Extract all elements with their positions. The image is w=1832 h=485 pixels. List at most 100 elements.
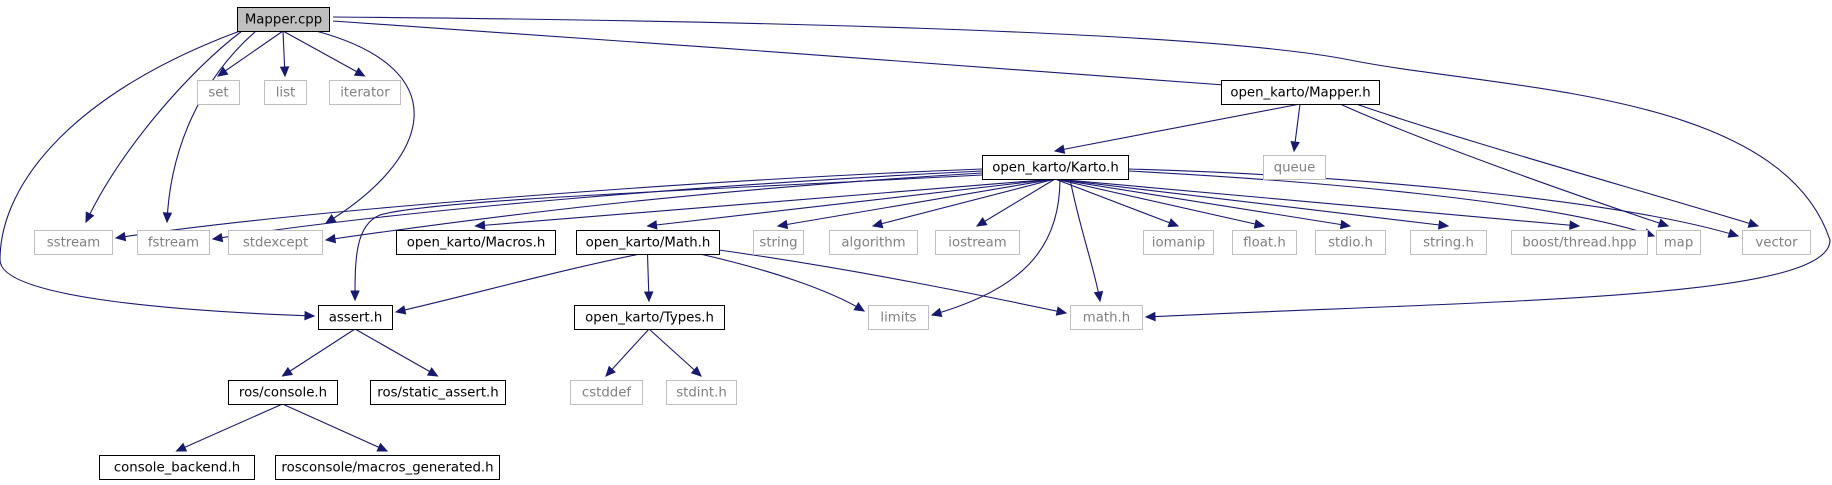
node-box: [370, 380, 506, 405]
node-box: [753, 230, 804, 255]
node-box: [99, 455, 255, 480]
edge-ok_karto_h-to-assert_h: [354, 174, 983, 301]
node-label: list: [276, 86, 296, 101]
node-fstream: fstream: [137, 230, 210, 255]
node-iostream: iostream: [935, 230, 1020, 255]
edge-ok_karto_h-to-string-arrowhead: [776, 219, 789, 230]
edge-ok_karto_h-to-limits-arrowhead: [930, 307, 943, 317]
edge-ok_karto_h-to-assert_h-arrowhead: [350, 290, 360, 302]
edge-ok_karto_h-to-float_h: [1054, 178, 1265, 227]
edge-ok_karto_h-to-fstream: [212, 170, 983, 240]
node-ok-types-h[interactable]: open_karto/Types.h: [574, 305, 725, 330]
node-box: [34, 230, 113, 255]
edge-ok_karto_h-to-string: [777, 178, 1056, 227]
edge-ok_mapper_h-to-vector: [1355, 103, 1759, 227]
node-label: queue: [1274, 161, 1316, 176]
edge-ok_karto_h-to-sstream-arrowhead: [114, 231, 127, 242]
edge-ok_karto_h-to-ok_macros_h: [475, 178, 1056, 227]
node-label: iterator: [340, 86, 390, 101]
node-stdexcept: stdexcept: [228, 230, 323, 255]
edge-ok_karto_h-to-string_h-arrowhead: [1438, 220, 1450, 230]
node-label: boost/thread.hpp: [1522, 236, 1636, 251]
node-label: math.h: [1083, 311, 1130, 326]
node-boost-thread: boost/thread.hpp: [1511, 230, 1648, 255]
node-label: float.h: [1243, 236, 1286, 251]
node-mapper-cpp[interactable]: Mapper.cpp: [237, 7, 330, 32]
node-label: vector: [1755, 236, 1798, 251]
edge-assert_h-to-ros_static_assert_h: [354, 328, 438, 377]
node-set: set: [197, 80, 240, 105]
edge-ok_karto_h-to-float_h-arrowhead: [1253, 219, 1266, 229]
edge-ok_karto_h-to-iomanip: [1054, 178, 1179, 227]
node-box: [318, 305, 393, 330]
node-label: stdio.h: [1328, 236, 1373, 251]
edge-mapper_cpp-to-sstream: [85, 30, 243, 223]
edge-ok_karto_h-to-limits: [931, 178, 1061, 316]
edge-mapper_cpp-to-set: [217, 30, 284, 77]
edge-mapper_cpp-to-ok_mapper_h: [332, 20, 1239, 87]
edge-ok_math_h-to-assert_h: [395, 253, 641, 313]
edge-mapper_cpp-to-assert_h-arrowhead: [304, 310, 316, 321]
edge-ok_math_h-to-ok_types_h-arrowhead: [643, 291, 654, 303]
edge-ok_karto_h-to-ok_math_h-arrowhead: [646, 220, 658, 230]
node-box: [264, 80, 307, 105]
node-box: [935, 230, 1020, 255]
edge-ok_karto_h-to-iostream: [976, 178, 1056, 227]
node-assert-h[interactable]: assert.h: [318, 305, 393, 330]
edge-mapper_cpp-to-sstream-arrowhead: [85, 211, 95, 224]
node-label: open_karto/Math.h: [586, 236, 711, 251]
edge-mapper_cpp-to-set-arrowhead: [216, 66, 229, 77]
edge-ros_console_h-to-rosconsole_macros: [282, 403, 388, 452]
edge-assert_h-to-ros_console_h: [282, 328, 356, 377]
edge-assert_h-to-ros_static_assert_h-arrowhead: [426, 367, 439, 377]
edge-mapper_cpp-to-stdexcept: [315, 30, 415, 224]
edge-ok_karto_h-to-algorithm-arrowhead: [871, 219, 884, 229]
edge-ok_karto_h-to-string_h: [1054, 178, 1449, 227]
node-box: [829, 230, 918, 255]
node-box: [228, 380, 338, 405]
node-box: [574, 305, 725, 330]
node-rosconsole-macros[interactable]: rosconsole/macros_generated.h: [275, 455, 500, 480]
edge-ok_karto_h-to-iostream-arrowhead: [975, 217, 988, 227]
edge-ok_karto_h-to-stdio_h-arrowhead: [1339, 219, 1352, 230]
edge-ok_karto_h-to-sstream: [115, 168, 983, 239]
edge-mapper_cpp-to-list-arrowhead: [279, 66, 290, 78]
node-ok-macros-h[interactable]: open_karto/Macros.h: [396, 230, 556, 255]
edge-ok_karto_h-to-stdio_h: [1054, 178, 1351, 227]
edge-assert_h-to-ros_console_h-arrowhead: [281, 366, 294, 377]
edge-ok_math_h-to-math_h: [718, 249, 1067, 314]
edge-ok_karto_h-to-vector-arrowhead: [1727, 228, 1740, 238]
node-ok-karto-h[interactable]: open_karto/Karto.h: [982, 155, 1129, 180]
node-box: [137, 230, 210, 255]
node-label: string.h: [1423, 236, 1474, 251]
node-box: [1232, 230, 1297, 255]
node-ok-math-h[interactable]: open_karto/Math.h: [576, 230, 720, 255]
node-string: string: [753, 230, 804, 255]
node-box: [576, 230, 720, 255]
nodes-layer: Mapper.cpp set list iterator open_karto/Mapp…: [34, 7, 1811, 480]
node-label: rosconsole/macros_generated.h: [281, 461, 493, 476]
edge-ok_types_h-to-stdint_h-arrowhead: [690, 366, 702, 377]
node-ok-mapper-h[interactable]: open_karto/Mapper.h: [1221, 80, 1380, 105]
node-label: ros/console.h: [239, 386, 327, 401]
edge-ok_math_h-to-assert_h-arrowhead: [394, 305, 407, 315]
node-box: [982, 155, 1129, 180]
node-ros-console-h[interactable]: ros/console.h: [228, 380, 338, 405]
node-box: [1263, 155, 1326, 180]
node-label: stdint.h: [676, 386, 727, 401]
edge-mapper_cpp-to-math_h: [332, 16, 1831, 318]
node-ros-static-assert-h[interactable]: ros/static_assert.h: [370, 380, 506, 405]
node-box: [329, 80, 401, 105]
node-stdio-h: stdio.h: [1315, 230, 1386, 255]
edge-mapper_cpp-to-fstream: [166, 30, 257, 223]
edge-ok_karto_h-to-stdexcept-arrowhead: [324, 233, 337, 244]
node-box: [396, 230, 556, 255]
node-console-backend-h[interactable]: console_backend.h: [99, 455, 255, 480]
node-label: console_backend.h: [114, 461, 240, 476]
edge-ok_types_h-to-stdint_h: [648, 328, 702, 377]
edge-ok_karto_h-to-ok_math_h: [647, 178, 1056, 227]
node-iomanip: iomanip: [1143, 230, 1214, 255]
edge-ok_math_h-to-math_h-arrowhead: [1055, 306, 1068, 316]
node-label: Mapper.cpp: [245, 13, 322, 28]
